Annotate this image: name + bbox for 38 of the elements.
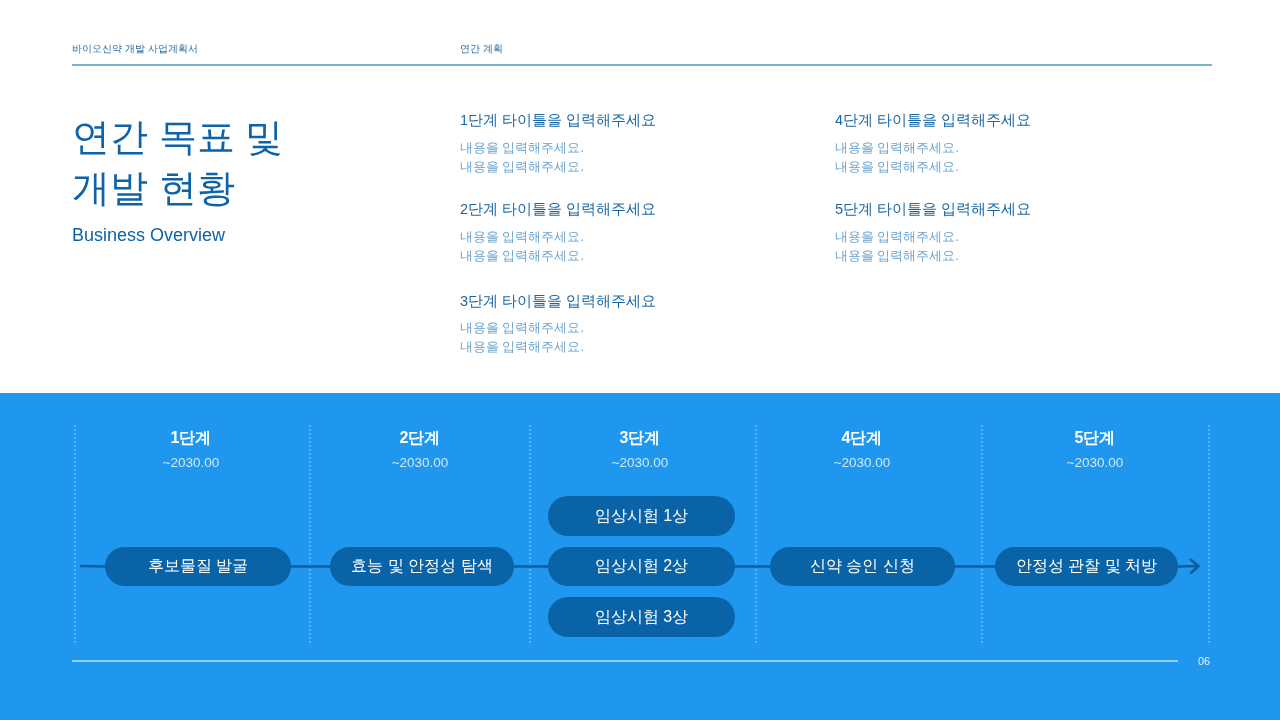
stage-title: 4단계 타이틀을 입력해주세요 [835, 111, 1032, 130]
page-number: 06 [1198, 654, 1211, 668]
stage-description: 내용을 입력해주세요. 내용을 입력해주세요. [835, 229, 960, 265]
stage-pill: 안정성 관찰 및 처방 [995, 547, 1178, 586]
stage-description: 내용을 입력해주세요. 내용을 입력해주세요. [835, 140, 960, 176]
subtitle: Business Overview [72, 224, 226, 246]
connector-line [79, 564, 106, 568]
page-title: 연간 목표 및 개발 현황 [72, 115, 285, 211]
stage-pill: 후보물질 발굴 [105, 547, 291, 586]
phase-date: ~2030.00 [1066, 454, 1124, 472]
phase-date: ~2030.00 [162, 454, 220, 472]
stage-description: 내용을 입력해주세요. 내용을 입력해주세요. [460, 140, 585, 176]
stage-pill: 신약 승인 신청 [770, 547, 955, 586]
stage-pill: 임상시험 3상 [548, 597, 735, 637]
arrow [1177, 558, 1200, 574]
document-title: 바이오신약 개발 사업계획서 [72, 42, 198, 56]
connector-line [291, 565, 330, 568]
stage-pill: 임상시험 2상 [548, 547, 735, 586]
stage-pill: 효능 및 안정성 탐색 [330, 547, 514, 586]
phase-date: ~2030.00 [611, 454, 669, 472]
phase-heading: 4단계 [841, 428, 883, 448]
stage-title: 1단계 타이틀을 입력해주세요 [460, 111, 657, 130]
connector-line [514, 565, 548, 568]
stage-description: 내용을 입력해주세요. 내용을 입력해주세요. [460, 320, 585, 356]
stage-title: 2단계 타이틀을 입력해주세요 [460, 200, 657, 219]
phase-heading: 1단계 [170, 428, 212, 448]
phase-date: ~2030.00 [833, 454, 891, 472]
phase-heading: 3단계 [619, 428, 661, 448]
stage-title: 5단계 타이틀을 입력해주세요 [835, 200, 1032, 219]
section-name: 연간 계획 [460, 42, 503, 56]
phase-heading: 2단계 [399, 428, 441, 448]
stage-description: 내용을 입력해주세요. 내용을 입력해주세요. [460, 229, 585, 265]
connector-line [735, 565, 770, 568]
stage-title: 3단계 타이틀을 입력해주세요 [460, 292, 657, 311]
stage-pill: 임상시험 1상 [548, 496, 735, 536]
phase-date: ~2030.00 [391, 454, 449, 472]
connector-line [955, 565, 995, 568]
phase-heading: 5단계 [1074, 428, 1116, 448]
